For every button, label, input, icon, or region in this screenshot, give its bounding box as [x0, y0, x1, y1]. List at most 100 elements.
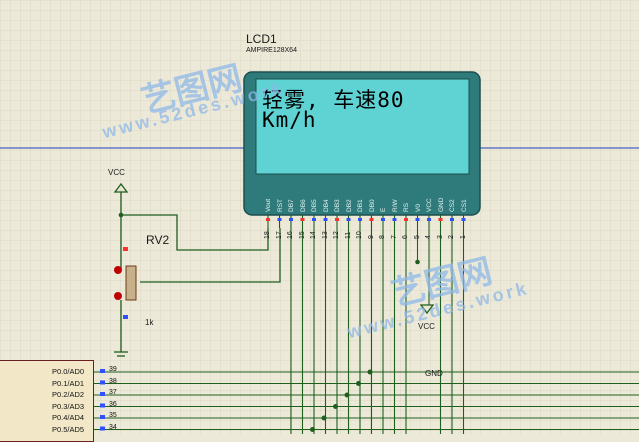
pin-marker [100, 415, 105, 419]
lcd-pin-number: 18 [264, 231, 271, 239]
lcd-ref: LCD1 [246, 32, 277, 46]
pin-marker [404, 218, 408, 221]
mcu-pin-number: 37 [109, 389, 117, 396]
lcd-pin-name: R/W [391, 199, 399, 212]
mcu-pin-name: P0.0/AD0 [52, 367, 85, 376]
lcd-pin-number: 4 [425, 235, 432, 239]
vcc-label: VCC [108, 168, 125, 177]
lcd-pins [266, 215, 466, 228]
junction-dot [356, 381, 361, 386]
lcd-pin-number: 7 [390, 235, 398, 239]
lcd-pin-number: 6 [402, 235, 409, 239]
mcu-pin-name: P0.5/AD5 [52, 424, 85, 434]
mcu-pin-number: 34 [109, 423, 117, 431]
pin-marker [289, 218, 293, 221]
lcd-pin-name: DB3 [334, 199, 341, 212]
pot-wire-vout [121, 214, 269, 251]
lcd-pin-number: 16 [287, 231, 294, 239]
lcd-pin-number: 2 [448, 235, 455, 239]
lcd-line-1: 轻雾, 车速80 [262, 88, 405, 112]
lcd-pin-number: 12 [333, 231, 340, 239]
pot-terminal[interactable] [114, 266, 122, 274]
pin-marker [415, 218, 420, 221]
pin-marker [358, 218, 362, 221]
pin-marker [100, 369, 105, 373]
pin-marker [100, 392, 105, 396]
data-bus [94, 228, 639, 434]
lcd-pin-number: 15 [298, 231, 306, 239]
mcu-pin-name: P0.1/AD1 [52, 378, 85, 388]
lcd-pin-name: DB0 [368, 199, 376, 212]
gnd-label: GND [425, 369, 443, 378]
lcd-pin-name: DB4 [322, 199, 330, 212]
lcd-pin-number: 11 [344, 231, 352, 239]
lcd-pin-name: DB5 [311, 199, 318, 212]
pin-marker [381, 218, 385, 221]
lcd-pin-number: 10 [356, 231, 363, 239]
lcd-pin-name: VCC [426, 198, 433, 212]
pin-marker [369, 218, 374, 221]
pin-marker [461, 218, 466, 221]
mcu-pin-number: 36 [109, 400, 117, 408]
junction-dot [344, 392, 350, 398]
vcc-symbol [113, 182, 129, 193]
lcd-pin-number: 3 [436, 235, 444, 239]
lcd-pin-number: 1 [459, 235, 467, 239]
mcu-pin-name: P0.4/AD4 [52, 413, 85, 422]
pin-marker [300, 218, 305, 221]
lcd-pin-name: CS1 [460, 199, 468, 212]
mcu-pin-number: 38 [109, 377, 117, 385]
pin-marker [450, 218, 454, 221]
lcd-pin-name: RST [276, 199, 284, 212]
lcd-pin-name: E [380, 207, 387, 212]
lcd-pin-number: 14 [310, 231, 317, 239]
lcd-pin-name: DB1 [357, 199, 364, 212]
pin-marker [392, 218, 397, 221]
mcu-pin-name: P0.2/AD2 [52, 390, 85, 399]
lcd-pin-name: DB7 [288, 199, 295, 212]
lcd-pin-name: GND [437, 197, 445, 212]
lcd-pin-number: 5 [413, 235, 421, 239]
mcu-pin-number: 39 [109, 366, 117, 373]
pot-terminal[interactable] [114, 292, 122, 300]
pot-value: 1k [145, 318, 154, 327]
pin-marker [100, 380, 105, 385]
pin-marker [266, 218, 270, 221]
pin-marker [438, 218, 443, 221]
lcd-pin-number: 13 [321, 231, 329, 239]
pin-marker [346, 218, 351, 221]
junction-dot [333, 404, 338, 409]
lcd-pin-number: 17 [275, 231, 283, 239]
pot-ref: RV2 [146, 233, 170, 247]
pin-marker [100, 426, 105, 431]
lcd-pin-name: V0 [414, 204, 422, 212]
mcu-chip[interactable] [0, 360, 94, 442]
lcd-screen [255, 78, 470, 175]
lcd-pin-name: DB2 [345, 199, 353, 212]
pin-marker [277, 218, 282, 221]
pin-marker [427, 218, 431, 221]
pin-marker [100, 403, 105, 408]
lcd-pin-name: Vout [265, 198, 272, 212]
lcd-pin-name: CS2 [449, 199, 456, 212]
junction-dot [367, 369, 373, 375]
lcd-line-2: Km/h [262, 108, 317, 132]
lcd-pin-name: DB6 [299, 199, 307, 212]
pot-body[interactable] [125, 265, 137, 301]
pin-marker [123, 315, 128, 319]
vcc-symbol-2 [419, 304, 435, 315]
junction-dot [321, 415, 327, 421]
pin-marker [323, 218, 328, 221]
pot-wire-wiper [140, 228, 281, 283]
vcc-label-2: VCC [418, 322, 435, 331]
lcd-pin-number: 8 [379, 235, 386, 239]
junction-dot [415, 259, 420, 265]
pin-marker [123, 247, 128, 251]
pin-marker [312, 218, 316, 221]
mcu-pin-number: 35 [109, 412, 117, 419]
pin-marker [335, 218, 339, 221]
mcu-pin-name: P0.3/AD3 [52, 401, 85, 411]
